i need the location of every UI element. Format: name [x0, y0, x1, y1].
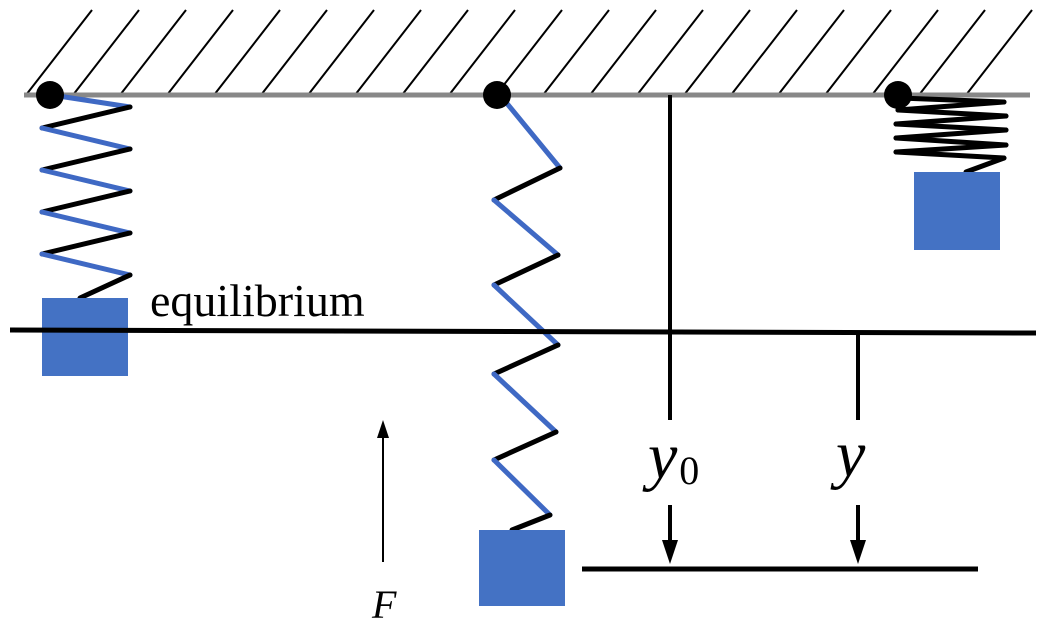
pivot-dot — [483, 81, 511, 109]
spring-coil-black — [39, 146, 133, 173]
spring-coil-black — [39, 104, 133, 131]
spring-coil-blue — [39, 209, 133, 236]
spring-coil-black — [491, 252, 561, 288]
pivot-dot — [884, 81, 912, 109]
force-label: F — [371, 582, 397, 627]
y-arrowhead — [850, 540, 866, 564]
y-label: y — [830, 418, 866, 491]
y0-label: y0 — [642, 420, 699, 493]
y0-label-subscript: 0 — [679, 448, 699, 493]
mass-block-equilibrium — [42, 298, 128, 376]
y0-arrowhead — [662, 540, 678, 564]
spring-coil-black — [491, 165, 563, 203]
spring-coil-black — [491, 342, 561, 377]
equilibrium-label: equilibrium — [150, 275, 365, 326]
spring-compressed — [893, 95, 1009, 175]
spring-coil-black — [963, 155, 1007, 175]
pivot-dot — [36, 81, 64, 109]
spring-stretched — [491, 92, 563, 533]
spring-equilibrium — [39, 92, 133, 301]
mass-block-compressed — [914, 172, 1000, 250]
spring-coil-blue — [39, 167, 133, 194]
spring-coil-blue — [39, 251, 133, 278]
spring-coil-blue — [491, 197, 561, 258]
spring-coil-black — [893, 149, 1007, 161]
spring-coil-black — [77, 272, 133, 301]
spring-coil-blue — [39, 125, 133, 152]
spring-coil-black — [491, 429, 559, 463]
y0-label-base: y — [642, 420, 678, 493]
spring-coil-black — [509, 512, 553, 533]
spring-coil-blue — [497, 92, 563, 171]
spring-coil-blue — [491, 457, 553, 518]
spring-coil-black — [39, 188, 133, 215]
spring-coil-blue — [491, 282, 561, 348]
equilibrium-line — [9, 327, 1037, 336]
ceiling-hatching — [25, 9, 1033, 96]
spring-coil-blue — [491, 371, 559, 435]
spring-coil-black — [39, 230, 133, 257]
mass-block-stretched — [479, 530, 565, 606]
force-arrowhead — [377, 420, 389, 438]
spring-coil-black — [49, 92, 133, 110]
